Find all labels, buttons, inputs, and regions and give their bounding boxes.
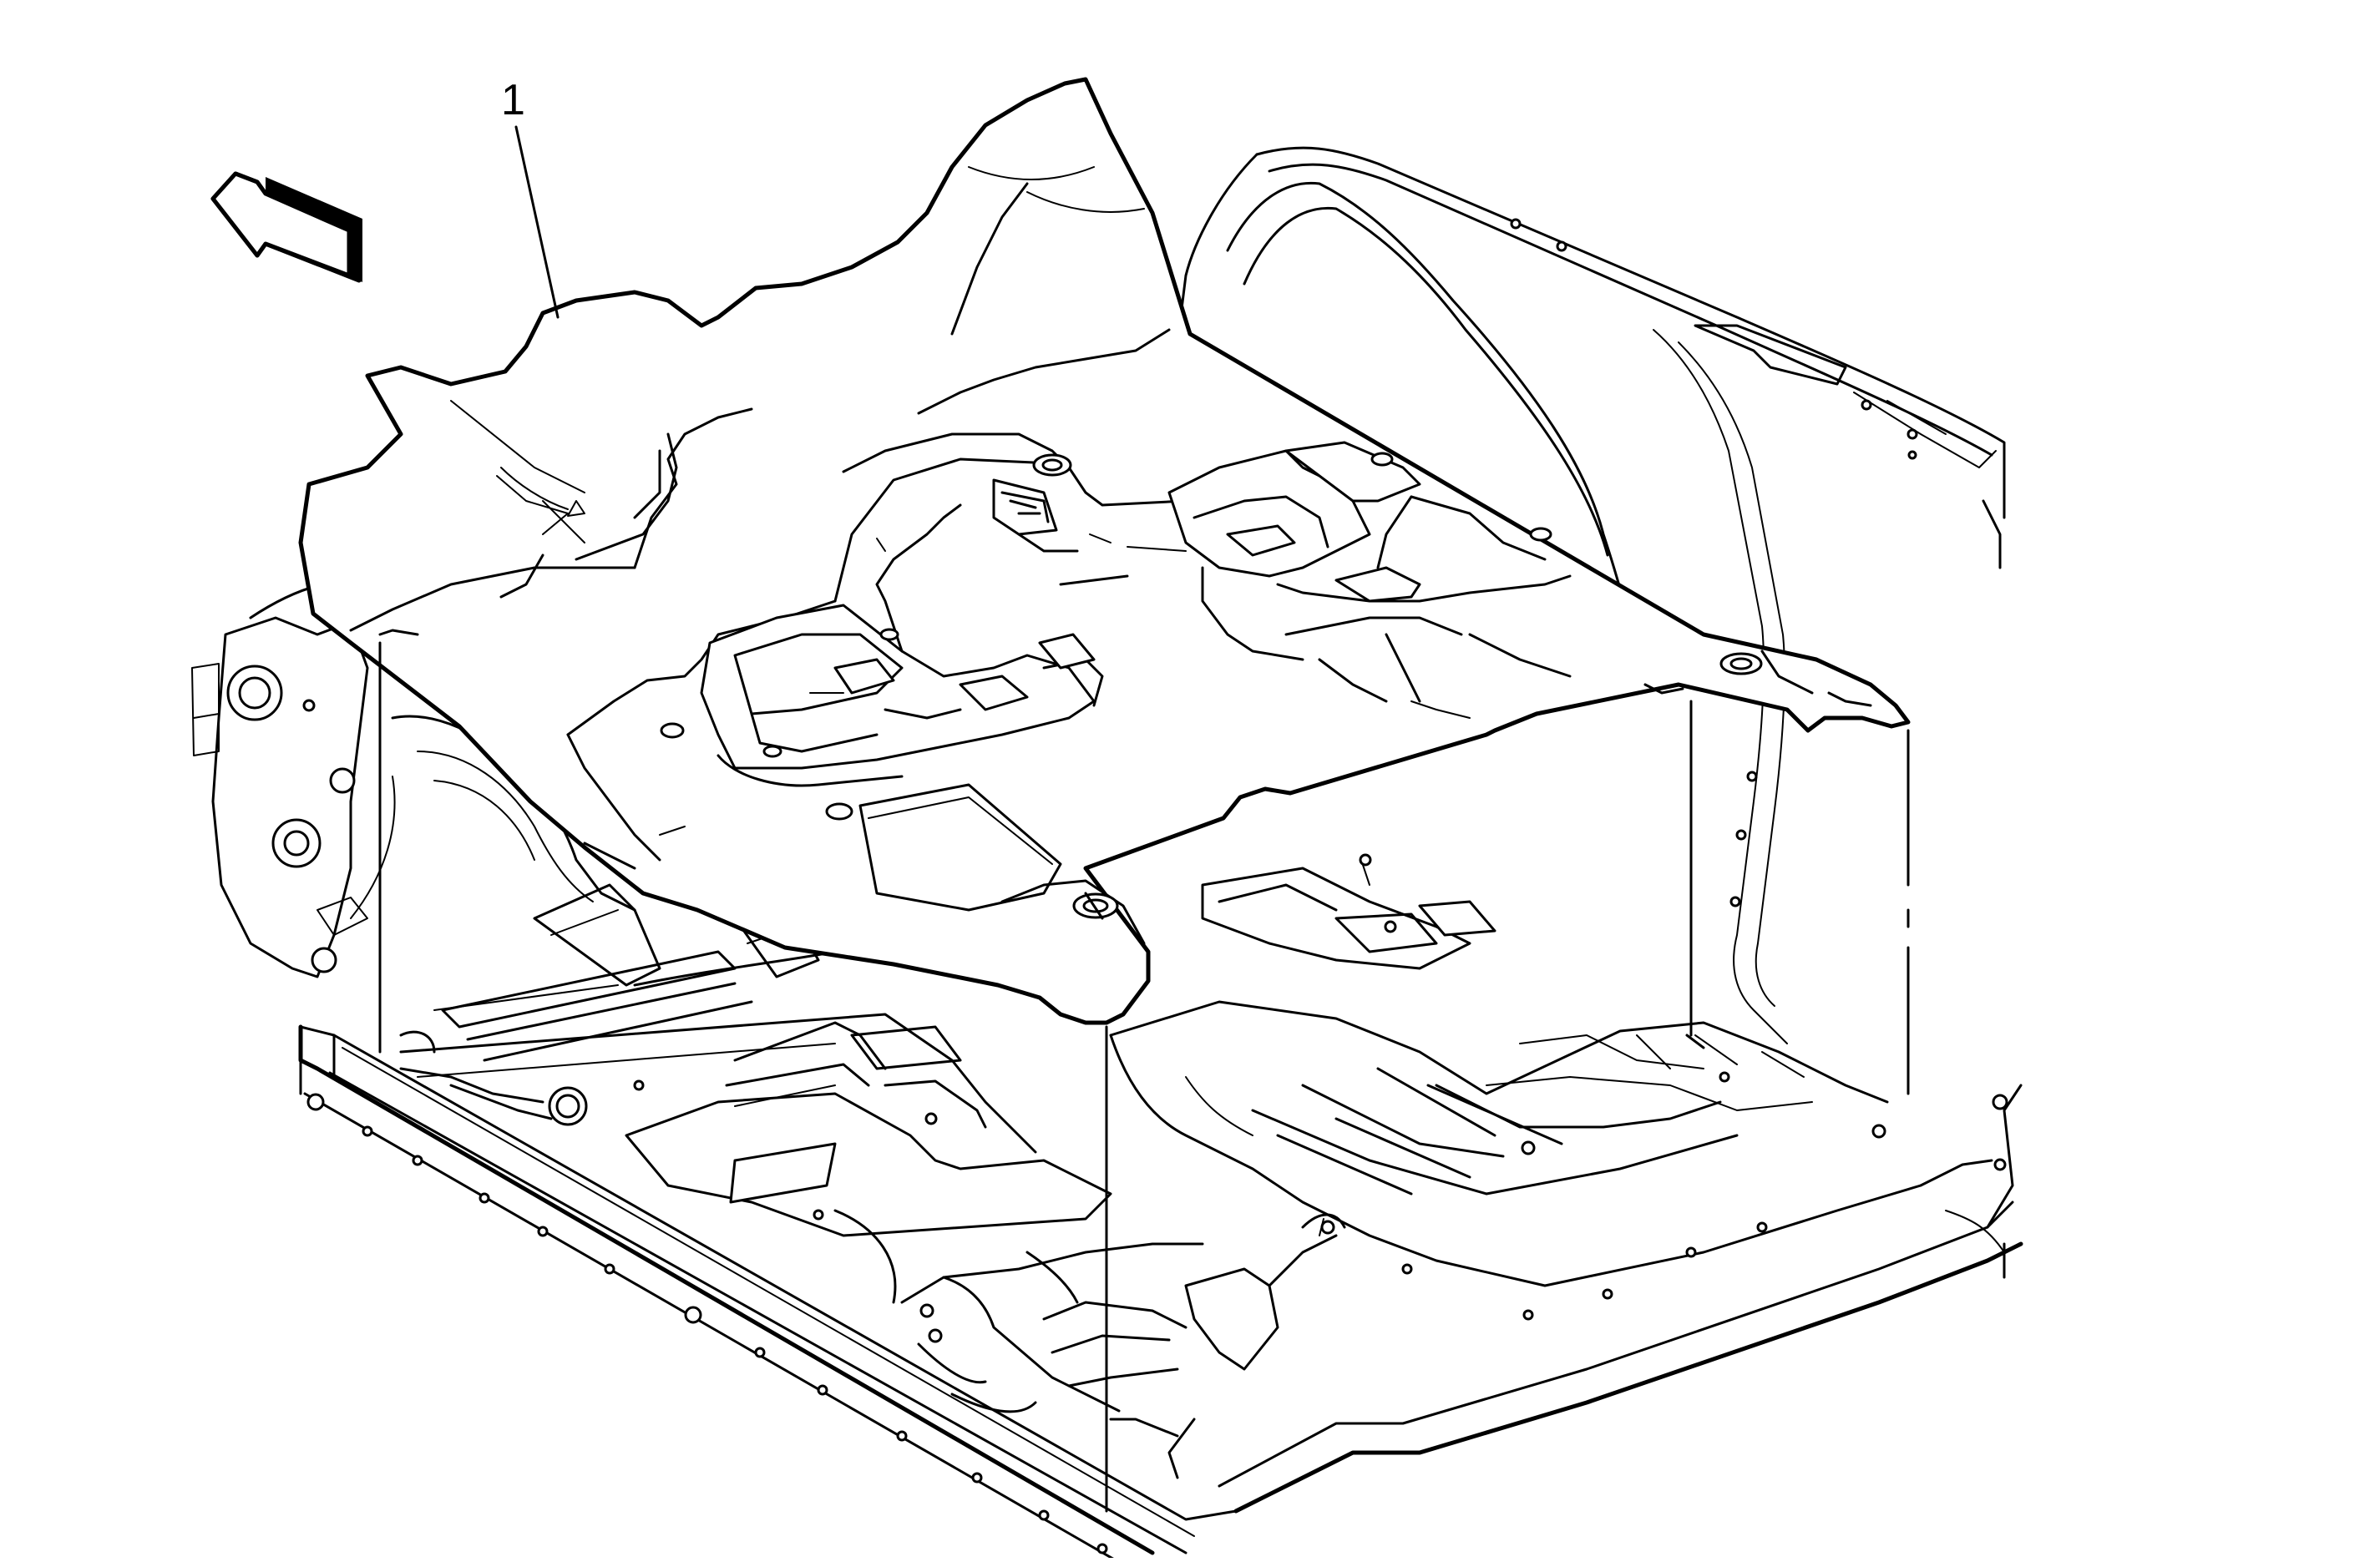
callout-1-leader bbox=[514, 125, 560, 319]
front-direction-arrow-icon bbox=[210, 171, 362, 283]
callout-1: 1 bbox=[501, 76, 560, 319]
floor-carpet bbox=[298, 77, 1911, 1025]
installation-guide-lines bbox=[378, 641, 1910, 1513]
left-front-body bbox=[191, 579, 396, 978]
callout-1-label: 1 bbox=[501, 76, 525, 124]
vehicle-body-shell bbox=[191, 146, 2023, 1562]
rear-center-bracket bbox=[1201, 853, 1496, 970]
rear-floor-pan bbox=[1109, 1000, 1922, 1321]
front-floor-ribs bbox=[399, 950, 753, 1126]
rear-seat-pan bbox=[900, 1213, 1346, 1479]
left-rocker-sill bbox=[298, 1024, 1238, 1562]
front-center-plate bbox=[625, 1021, 1112, 1237]
right-rear-rocker bbox=[1218, 1084, 2023, 1514]
